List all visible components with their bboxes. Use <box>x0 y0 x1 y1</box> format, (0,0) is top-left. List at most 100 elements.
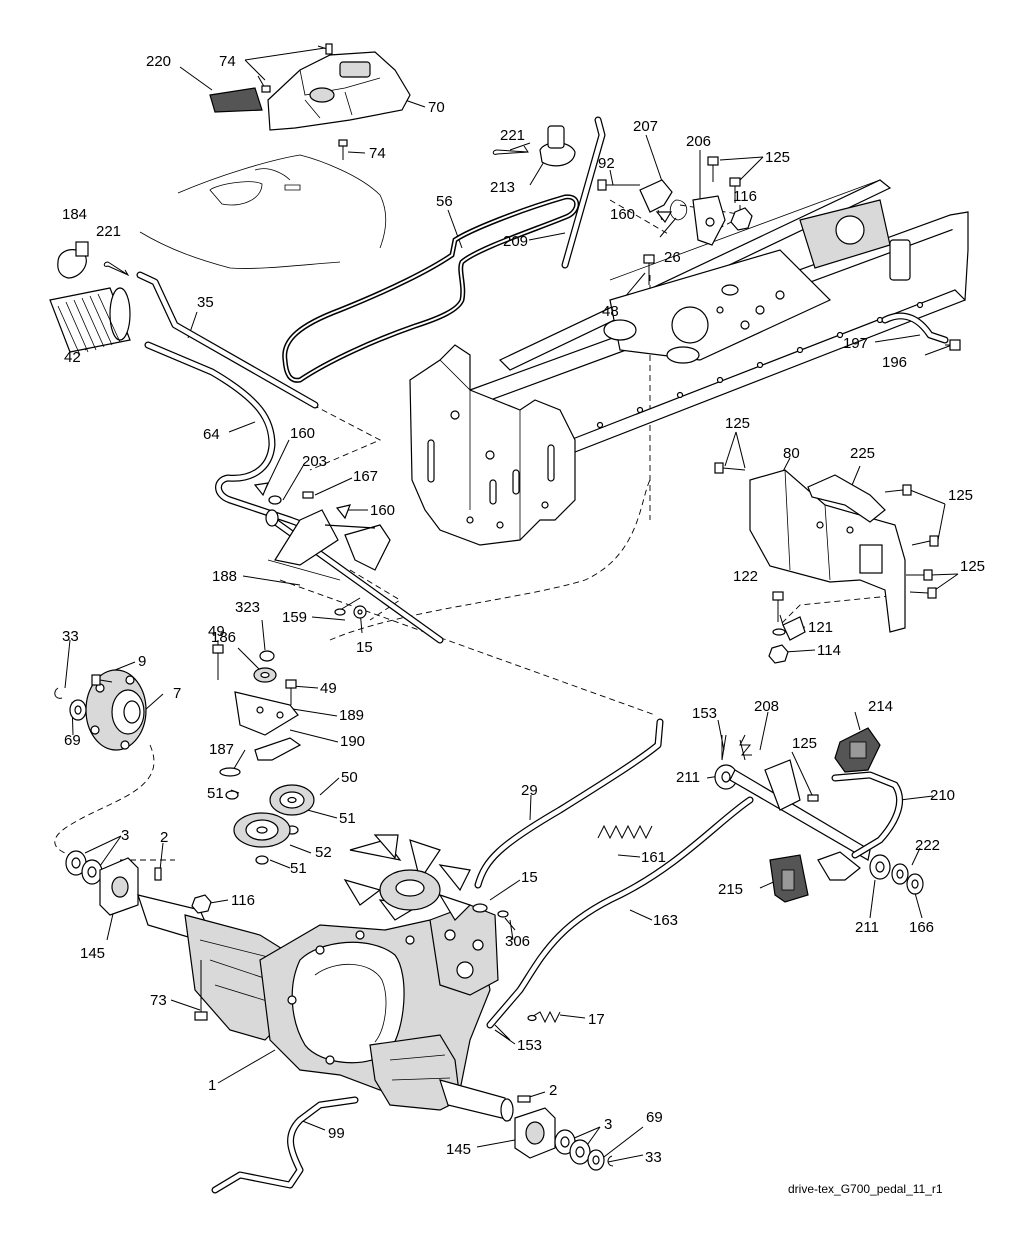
callout-206: 206 <box>686 133 711 150</box>
hood-console <box>139 43 411 269</box>
callout-211: 211 <box>855 919 879 936</box>
callout-33: 33 <box>645 1149 662 1166</box>
callout-203: 203 <box>302 453 327 470</box>
callout-225: 225 <box>850 445 875 462</box>
callout-210: 210 <box>930 787 955 804</box>
callout-51: 51 <box>339 810 356 827</box>
callout-74: 74 <box>369 145 386 162</box>
callout-2: 2 <box>549 1082 557 1099</box>
callout-3: 3 <box>604 1116 612 1133</box>
callout-3: 3 <box>121 827 129 844</box>
left-axle-parts <box>65 850 162 916</box>
callout-189: 189 <box>339 707 364 724</box>
tractor-frame <box>409 156 969 546</box>
callout-159: 159 <box>282 609 307 626</box>
callout-207: 207 <box>633 118 658 135</box>
callout-125: 125 <box>960 558 985 575</box>
callout-221: 221 <box>96 223 121 240</box>
small-knob-parts <box>49 125 576 356</box>
callout-209: 209 <box>503 233 528 250</box>
callout-153: 153 <box>692 705 717 722</box>
callout-64: 64 <box>203 426 220 443</box>
callout-213: 213 <box>490 179 515 196</box>
callout-197: 197 <box>843 335 868 352</box>
callout-114: 114 <box>817 642 841 659</box>
callout-74: 74 <box>219 53 236 70</box>
callout-15: 15 <box>356 639 373 656</box>
callout-69: 69 <box>64 732 81 749</box>
callout-215: 215 <box>718 881 743 898</box>
pedal-assembly <box>714 727 924 903</box>
callout-187: 187 <box>209 741 234 758</box>
callout-125: 125 <box>765 149 790 166</box>
callout-122: 122 <box>733 568 758 585</box>
lift-lever-assembly <box>136 271 444 644</box>
callout-2: 2 <box>160 829 168 846</box>
transaxle <box>137 834 561 1122</box>
callout-166: 166 <box>909 919 934 936</box>
callout-116: 116 <box>733 188 757 205</box>
callout-1: 1 <box>208 1077 216 1094</box>
callout-125: 125 <box>948 487 973 504</box>
callout-15: 15 <box>521 869 538 886</box>
callout-69: 69 <box>646 1109 663 1126</box>
right-axle-parts <box>514 1107 614 1171</box>
wheel-hub-assembly <box>54 669 147 751</box>
callout-163: 163 <box>653 912 678 929</box>
callout-51: 51 <box>207 785 224 802</box>
callout-9: 9 <box>138 653 146 670</box>
callout-196: 196 <box>882 354 907 371</box>
callout-220: 220 <box>146 53 171 70</box>
callout-49: 49 <box>320 680 337 697</box>
callout-214: 214 <box>868 698 893 715</box>
callout-145: 145 <box>80 945 105 962</box>
callout-50: 50 <box>341 769 358 786</box>
callout-184: 184 <box>62 206 87 223</box>
callout-121: 121 <box>808 619 833 636</box>
callout-145: 145 <box>446 1141 471 1158</box>
bracket-80 <box>714 462 939 664</box>
callout-188: 188 <box>212 568 237 585</box>
callout-99: 99 <box>328 1125 345 1142</box>
callout-49: 49 <box>208 623 225 640</box>
diagram-caption: drive-tex_G700_pedal_11_r1 <box>788 1182 943 1196</box>
callout-29: 29 <box>521 782 538 799</box>
callout-26: 26 <box>664 249 681 266</box>
callout-167: 167 <box>353 468 378 485</box>
callout-160: 160 <box>610 206 635 223</box>
callout-306: 306 <box>505 933 530 950</box>
callout-222: 222 <box>915 837 940 854</box>
rod-99 <box>211 1096 359 1194</box>
callout-51: 51 <box>290 860 307 877</box>
callout-323: 323 <box>235 599 260 616</box>
callout-17: 17 <box>588 1011 605 1028</box>
callout-160: 160 <box>370 502 395 519</box>
idler-pulley-assembly <box>212 644 315 865</box>
callout-186: 186 <box>211 629 236 646</box>
callout-116: 116 <box>231 892 255 909</box>
drive-belt <box>282 194 580 383</box>
callout-33: 33 <box>62 628 79 645</box>
callout-35: 35 <box>197 294 214 311</box>
callout-52: 52 <box>315 844 332 861</box>
rods-29-163 <box>472 718 754 1029</box>
callout-80: 80 <box>783 445 800 462</box>
callout-125: 125 <box>792 735 817 752</box>
callout-labels: 220 74 70 74 221 213 207 206 125 92 116 … <box>62 53 985 1166</box>
callout-221: 221 <box>500 127 525 144</box>
callout-190: 190 <box>340 733 365 750</box>
callout-73: 73 <box>150 992 167 1009</box>
rod-209 <box>561 116 606 269</box>
callout-48: 48 <box>602 303 619 320</box>
callout-7: 7 <box>173 685 181 702</box>
callout-208: 208 <box>754 698 779 715</box>
callout-160: 160 <box>290 425 315 442</box>
callout-42: 42 <box>64 349 81 366</box>
callout-161: 161 <box>641 849 666 866</box>
callout-56: 56 <box>436 193 453 210</box>
callout-211: 211 <box>676 769 700 786</box>
callout-125: 125 <box>725 415 750 432</box>
callout-92: 92 <box>598 155 615 172</box>
callout-153: 153 <box>517 1037 542 1054</box>
